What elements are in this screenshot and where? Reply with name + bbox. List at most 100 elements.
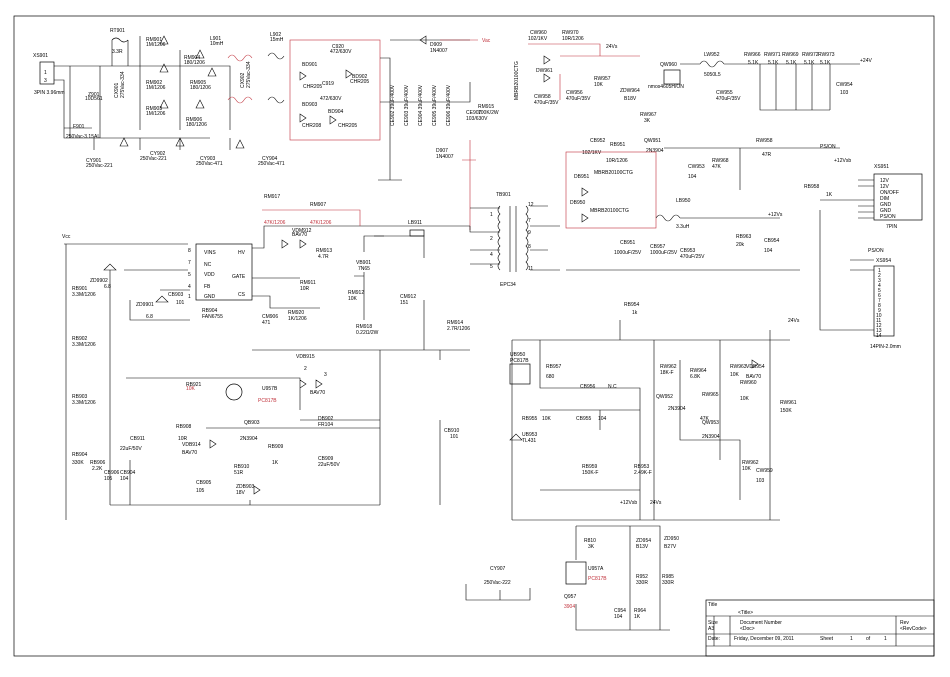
component-label: 150K: [780, 408, 792, 414]
component-label: 150K-F: [582, 470, 598, 476]
component-label: 10: [876, 313, 882, 319]
xs954-desc: 14PIN-2.0mm: [870, 344, 901, 350]
xs954-body: [873, 265, 895, 337]
component-label: CB953: [680, 248, 696, 254]
component-label: RW966: [744, 52, 761, 58]
component-label: RB910: [234, 464, 250, 470]
component-label: CB904: [120, 470, 136, 476]
component-label: 4: [188, 284, 191, 290]
component-label: 12V: [880, 184, 890, 190]
component-label: RM911: [300, 280, 316, 286]
component-label: RW971: [764, 52, 781, 58]
schematic-wire: [509, 433, 523, 441]
component-label: L902: [270, 32, 281, 38]
component-label: CW955: [716, 90, 733, 96]
component-label: RM914: [447, 320, 463, 326]
component-label: RB958: [804, 184, 820, 190]
component-label: 105: [104, 476, 113, 482]
title-value: <Title>: [738, 610, 753, 616]
component-label: BD903: [302, 102, 318, 108]
component-label: 10R: [178, 436, 188, 442]
component-label: 12V: [880, 178, 890, 184]
component-label: 9: [528, 230, 531, 236]
component-label: 18K-F: [660, 370, 674, 376]
schematic-wire: [575, 604, 670, 631]
component-label: B18V: [624, 96, 637, 102]
component-label: 6: [878, 293, 881, 299]
schematic-wire: [281, 239, 307, 249]
component-label: 3.3M/1206: [72, 342, 96, 348]
component-label: CB955: [576, 416, 592, 422]
net-24vs-bottom: 24Vs: [650, 500, 662, 506]
component-label: RW973: [818, 52, 835, 58]
component-label: VDB915: [296, 354, 315, 360]
component-label: RM904: [184, 55, 200, 61]
component-label: 1000uF/25V: [614, 250, 642, 256]
schematic-wire: [575, 525, 661, 630]
component-label: PS/ON: [880, 214, 896, 220]
component-label: 2N3904: [240, 436, 258, 442]
component-label: 3: [324, 372, 327, 378]
schematic-wire: [126, 377, 323, 410]
component-label: 2.7R/1206: [447, 326, 470, 332]
component-label: CB909: [318, 456, 334, 462]
component-label: RB902: [72, 336, 88, 342]
component-label: RW960: [740, 380, 757, 386]
title-block: Title <Title> Size A3 Document Number <D…: [705, 599, 935, 657]
schematic-wire: [195, 49, 217, 109]
rt901-ref: RT901: [110, 28, 125, 34]
component-label: RB921: [186, 382, 202, 388]
component-label: 18V: [236, 490, 246, 496]
component-label: 20k: [736, 242, 745, 248]
ic-n904: [195, 243, 253, 301]
component-label: CB957: [650, 244, 666, 250]
u957b-optocoupler: [225, 383, 243, 401]
size-value: A3: [708, 626, 714, 632]
component-label: 5.1K: [786, 60, 797, 66]
component-label: ZD950: [664, 536, 679, 542]
schematic-wire: [252, 300, 470, 351]
component-label: CW959: [756, 468, 773, 474]
schematic-wire: [540, 409, 640, 491]
component-label: 275Vac-334: [246, 61, 252, 88]
component-label: B13V: [636, 544, 649, 550]
component-label: 47K: [700, 416, 710, 422]
component-label: RW972: [802, 52, 819, 58]
component-label: 22uF/50V: [120, 446, 142, 452]
bridge-box: [289, 39, 381, 141]
component-label: 471: [262, 320, 271, 326]
component-label: 103: [840, 90, 849, 96]
component-label: ZD9901: [136, 302, 154, 308]
component-label: LB911: [408, 220, 422, 226]
component-label: CM906: [262, 314, 278, 320]
schematic-wire: [267, 52, 285, 104]
component-label: 5: [490, 264, 493, 270]
component-label: RW970: [562, 30, 579, 36]
schematic-wire: [525, 205, 529, 271]
schematic-wire: [363, 235, 425, 320]
component-label: 10K: [542, 416, 552, 422]
component-label: VDD: [204, 272, 215, 278]
component-label: 10R/1206: [606, 158, 628, 164]
date-label: Date:: [708, 636, 720, 642]
component-label: RB954: [624, 302, 640, 308]
xs954-ref: XS954: [876, 258, 891, 264]
component-label: RM907: [310, 202, 326, 208]
component-label: RB903: [72, 394, 88, 400]
component-label: 103: [756, 478, 765, 484]
component-label: CY901: [86, 158, 102, 164]
schematic-wire: [64, 243, 188, 520]
component-label: C954: [614, 608, 626, 614]
component-label: 180/1206: [184, 60, 205, 66]
component-label: EPC34: [500, 282, 516, 288]
component-label: RB957: [546, 364, 562, 370]
component-label: 104: [598, 416, 607, 422]
component-label: RM912: [348, 290, 364, 296]
component-label: DW961: [536, 68, 553, 74]
component-label: RB904: [72, 452, 88, 458]
doc-label: Document Number: [740, 620, 782, 626]
component-label: 250Vac-3.15AL: [66, 134, 100, 140]
component-label: 5.1K: [768, 60, 779, 66]
